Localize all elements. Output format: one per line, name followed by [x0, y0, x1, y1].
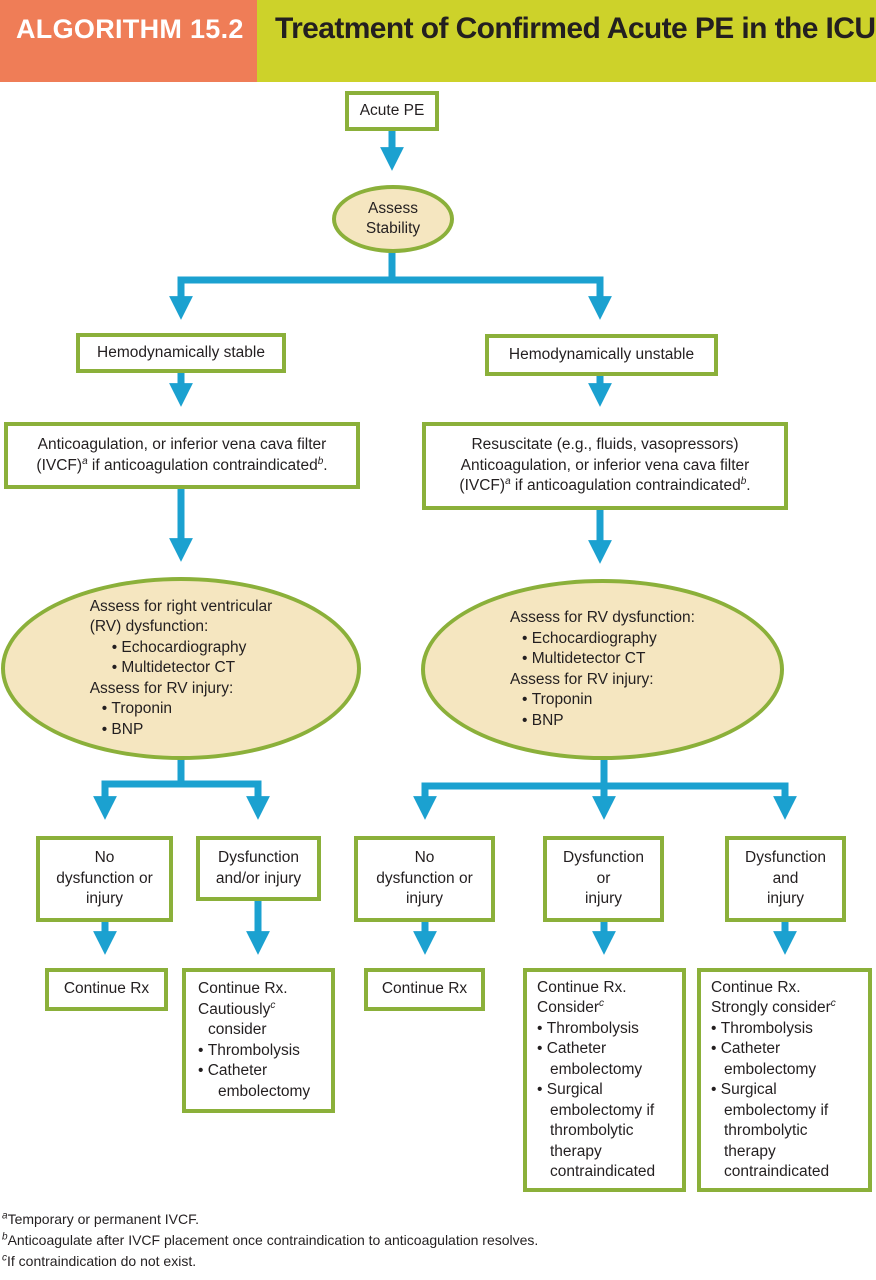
algorithm-label: ALGORITHM 15.2 [16, 14, 244, 44]
header-label-band: ALGORITHM 15.2 [0, 0, 257, 82]
node-resuscitate: Resuscitate (e.g., fluids, vasopressors)… [422, 422, 788, 510]
node-dysfunction-or-injury: Dysfunction or injury [543, 836, 664, 922]
page-title: Treatment of Confirmed Acute PE in the I… [275, 12, 876, 45]
node-assess-stability: Assess Stability [332, 185, 454, 253]
split-right-rv-c [604, 782, 797, 820]
split-left-rv-a [93, 758, 185, 820]
node-dysfunction-and-or-injury: Dysfunction and/or injury [196, 836, 321, 901]
header-title-band: Treatment of Confirmed Acute PE in the I… [257, 0, 876, 82]
node-no-dysfunction-left: No dysfunction or injury [36, 836, 173, 922]
node-consider: Continue Rx. Considerc Thrombolysis Cath… [523, 968, 686, 1192]
node-continue-rx-left: Continue Rx [45, 968, 168, 1011]
split-stability [169, 250, 396, 320]
node-dysfunction-and-injury: Dysfunction and injury [725, 836, 846, 922]
node-hemodynamically-stable: Hemodynamically stable [76, 333, 286, 373]
node-acute-pe: Acute PE [345, 91, 439, 131]
node-strongly-consider: Continue Rx. Strongly considerc Thrombol… [697, 968, 872, 1192]
node-assess-rv-unstable: Assess for RV dysfunction: Echocardiogra… [421, 579, 784, 760]
footnote-a: aTemporary or permanent IVCF. [2, 1210, 199, 1227]
footnote-c: cIf contraindication do not exist. [2, 1252, 197, 1269]
node-continue-rx-right: Continue Rx [364, 968, 485, 1011]
node-assess-rv-stable: Assess for right ventricular (RV) dysfun… [1, 577, 361, 760]
node-no-dysfunction-right: No dysfunction or injury [354, 836, 495, 922]
footnote-b: bAnticoagulate after IVCF placement once… [2, 1231, 539, 1248]
split-right-rv-a [413, 758, 608, 820]
node-cautiously-consider: Continue Rx. Cautiouslyc consider Thromb… [182, 968, 335, 1113]
split-left-rv-b [181, 780, 270, 820]
node-anticoagulation-stable: Anticoagulation, or inferior vena cava f… [4, 422, 360, 489]
node-hemodynamically-unstable: Hemodynamically unstable [485, 334, 718, 376]
split-stability-right [392, 276, 612, 320]
